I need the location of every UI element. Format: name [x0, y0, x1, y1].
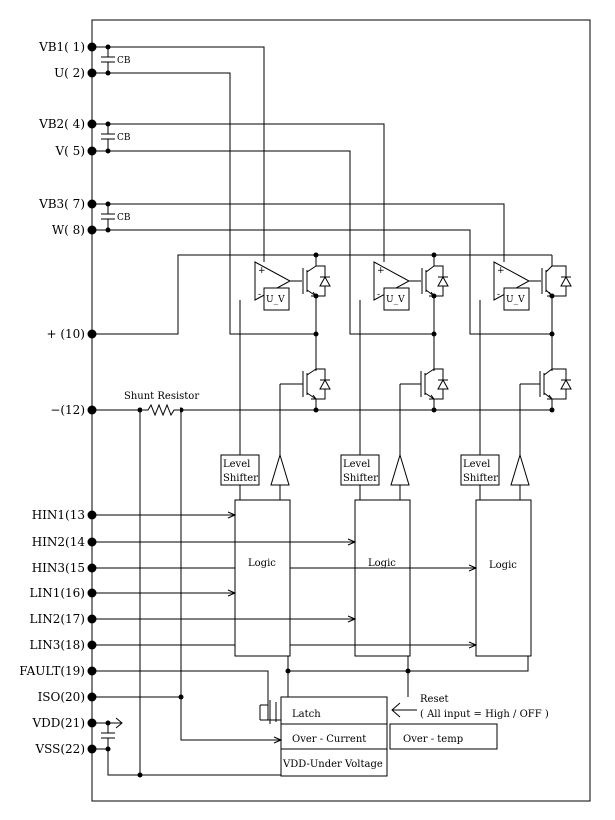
reset-label: Reset: [420, 694, 449, 705]
svg-text:-: -: [258, 290, 261, 300]
pin-label-lin2: LIN2(17): [30, 612, 85, 626]
protection-block: Latch Over - Current Over - temp VDD-Und…: [259, 694, 549, 777]
uv-label-w: U_V: [506, 295, 525, 305]
level-shifter-label-v-1: Level: [343, 459, 370, 470]
pin-label-u: U( 2): [54, 66, 85, 80]
pin-label-hin2: HIN2(14: [32, 535, 86, 549]
pin-label-iso: ISO(20): [38, 690, 85, 704]
driver-buffer-u: [270, 453, 290, 486]
cb-label-1: CB: [117, 56, 131, 66]
pin-label-fault: FAULT(19): [19, 664, 85, 678]
shunt-resistor: Shunt Resistor: [124, 391, 199, 417]
pin-label-lin3: LIN3(18): [30, 638, 85, 652]
logic-label-w: Logic: [489, 560, 517, 571]
svg-text:+: +: [497, 266, 505, 276]
vdd-under-voltage-box: [280, 748, 388, 777]
driver-buffer-v: [390, 453, 410, 486]
level-shifter-label-w-2: Shifter: [463, 473, 498, 484]
pin-label-hin3: HIN3(15: [32, 561, 85, 575]
pin-label-vdd: VDD(21): [31, 716, 85, 730]
pin-labels: VB1( 1) U( 2) VB2( 4) V( 5) VB3( 7) W( 8…: [19, 40, 85, 756]
level-shifter-box-v: [340, 454, 380, 486]
over-temp-label: Over - temp: [403, 734, 463, 745]
vdd-under-voltage-label: VDD-Under Voltage: [282, 759, 383, 770]
pin-label-vb3: VB3( 7): [38, 197, 85, 211]
input-signal-lines: [92, 511, 529, 705]
reset-note: ( All input = High / OFF ): [420, 709, 549, 720]
svg-text:+: +: [258, 266, 266, 276]
uv-box-v: [383, 287, 410, 311]
phase-leg-u: + - U_V: [239, 255, 331, 455]
cb-label-2: CB: [117, 133, 131, 143]
uv-box-w: [503, 287, 530, 311]
level-shifter-label-u-2: Shifter: [223, 473, 258, 484]
pin-label-vss: VSS(22): [34, 742, 85, 756]
driver-buffer-w: [510, 453, 530, 486]
cb-label-3: CB: [117, 213, 131, 223]
logic-blocks: Logic Logic Logic: [234, 499, 532, 657]
level-shifter-label-w-1: Level: [463, 459, 490, 470]
over-current-box: [280, 723, 388, 750]
uv-label-u: U_V: [266, 295, 285, 305]
svg-text:-: -: [497, 290, 500, 300]
logic-block-w: [475, 499, 532, 657]
phase-leg-w: + - U_V: [479, 255, 572, 455]
level-shifter-label-v-2: Shifter: [343, 473, 378, 484]
shunt-resistor-label: Shunt Resistor: [124, 391, 199, 402]
level-shifters: Level Shifter Level Shifter Level Shifte…: [220, 453, 530, 500]
uv-box-u: [263, 287, 290, 311]
level-shifter-box-w: [460, 454, 500, 486]
svg-text:+: +: [377, 266, 385, 276]
pin-label-plus: + (10): [46, 327, 85, 341]
pin-label-minus: −(12): [50, 403, 85, 417]
pin-label-vb1: VB1( 1): [38, 40, 85, 54]
phase-leg-v: + - U_V: [359, 255, 449, 455]
svg-text:-: -: [377, 290, 380, 300]
logic-block-v: [354, 499, 411, 657]
logic-label-u: Logic: [248, 558, 276, 569]
logic-block-u: [234, 499, 291, 657]
pin-label-hin1: HIN1(13: [32, 508, 85, 522]
pin-label-vb2: VB2( 4): [38, 117, 85, 131]
bootstrap-capacitors: CB CB CB: [92, 44, 552, 335]
pin-label-v: V( 5): [55, 144, 85, 158]
supply-wiring: [92, 410, 283, 778]
pin-label-lin1: LIN1(16): [30, 586, 85, 600]
over-current-label: Over - Current: [292, 734, 366, 745]
over-temp-box: [389, 723, 498, 750]
logic-label-v: Logic: [368, 558, 396, 569]
pin-label-w: W( 8): [52, 223, 85, 237]
level-shifter-box-u: [220, 454, 260, 486]
reset-arrow: [391, 702, 417, 718]
latch-label: Latch: [292, 709, 321, 720]
level-shifter-label-u-1: Level: [223, 459, 250, 470]
uv-label-v: U_V: [386, 295, 405, 305]
